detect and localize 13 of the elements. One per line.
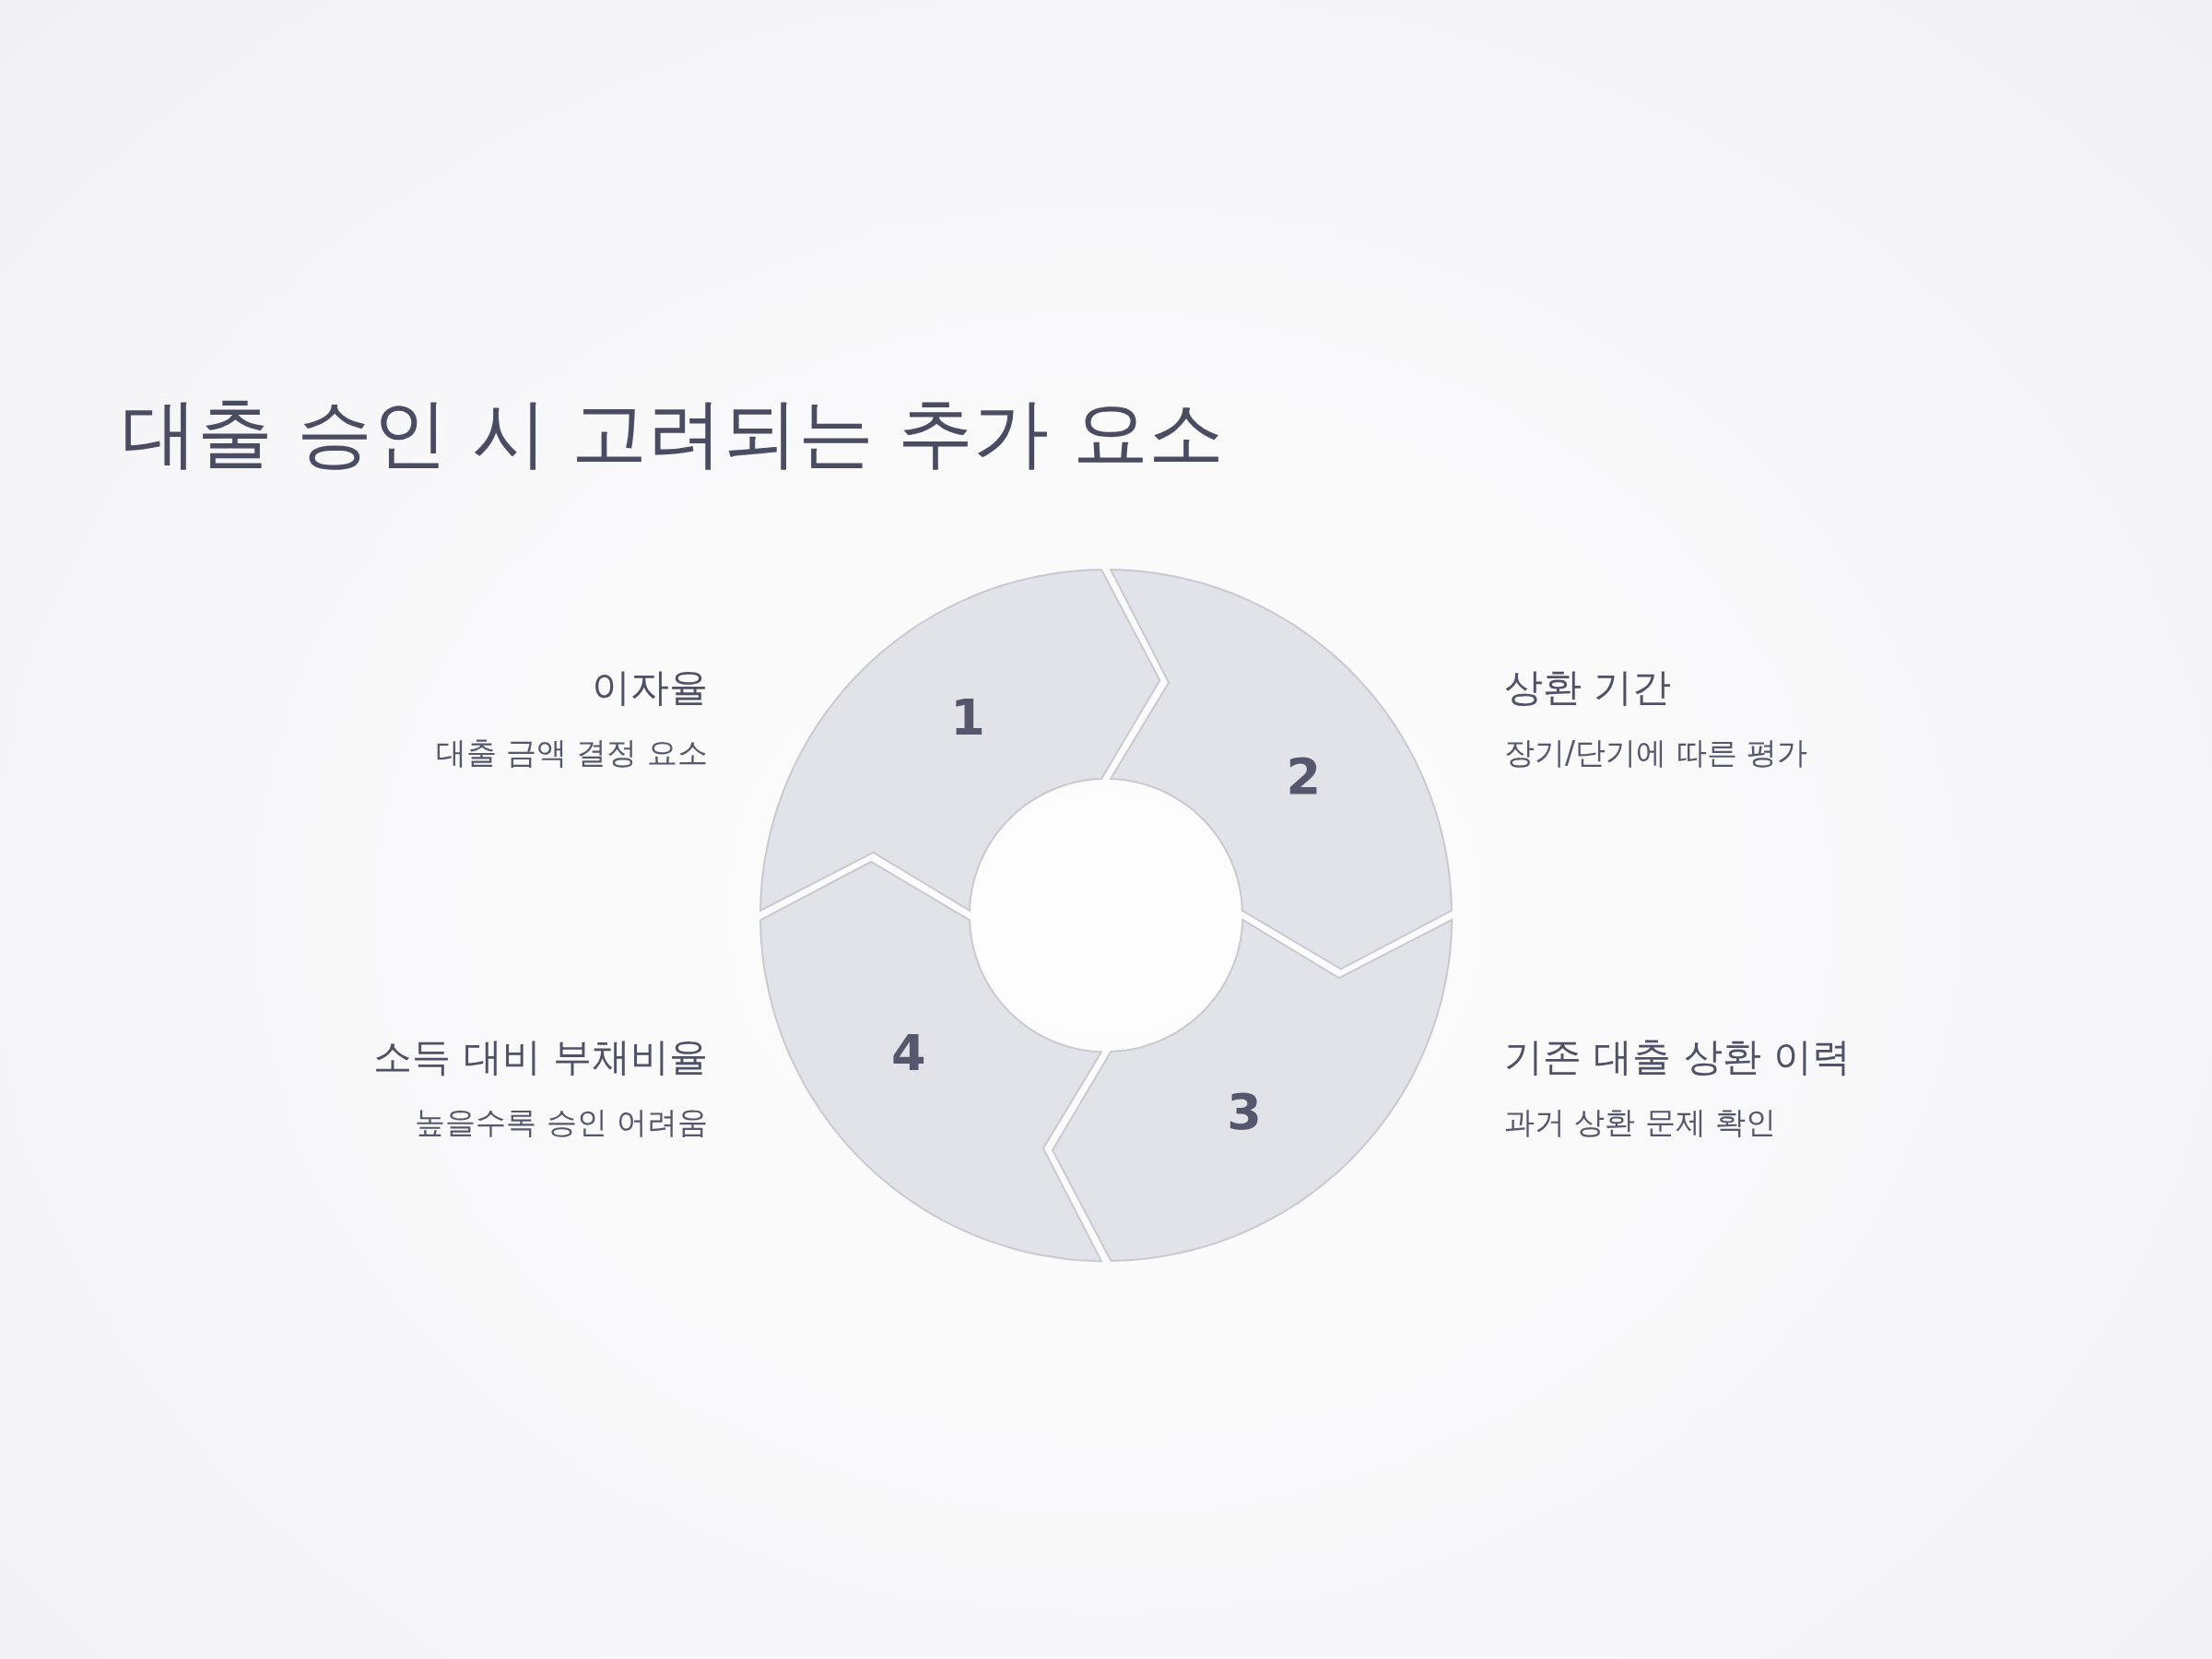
factor-heading: 기존 대출 상환 이력 — [1504, 1035, 1853, 1080]
factor-description: 장기/단기에 따른 평가 — [1504, 735, 1809, 771]
factor-description: 높을수록 승인 어려움 — [414, 1105, 708, 1141]
factor-heading: 소득 대비 부채비율 — [372, 1035, 708, 1080]
factor-description: 대출 금액 결정 요소 — [434, 735, 708, 771]
factor-heading: 이자율 — [591, 665, 708, 711]
step-number: 2 — [1286, 752, 1321, 802]
step-number: 1 — [950, 692, 985, 743]
step-number: 4 — [891, 1028, 926, 1078]
factor-description: 과거 상환 문제 확인 — [1504, 1105, 1778, 1141]
title: 대출 승인 시 고려되는 추가 요소 — [122, 392, 1225, 476]
factor-heading: 상환 기간 — [1504, 665, 1673, 711]
step-number: 3 — [1227, 1088, 1262, 1138]
